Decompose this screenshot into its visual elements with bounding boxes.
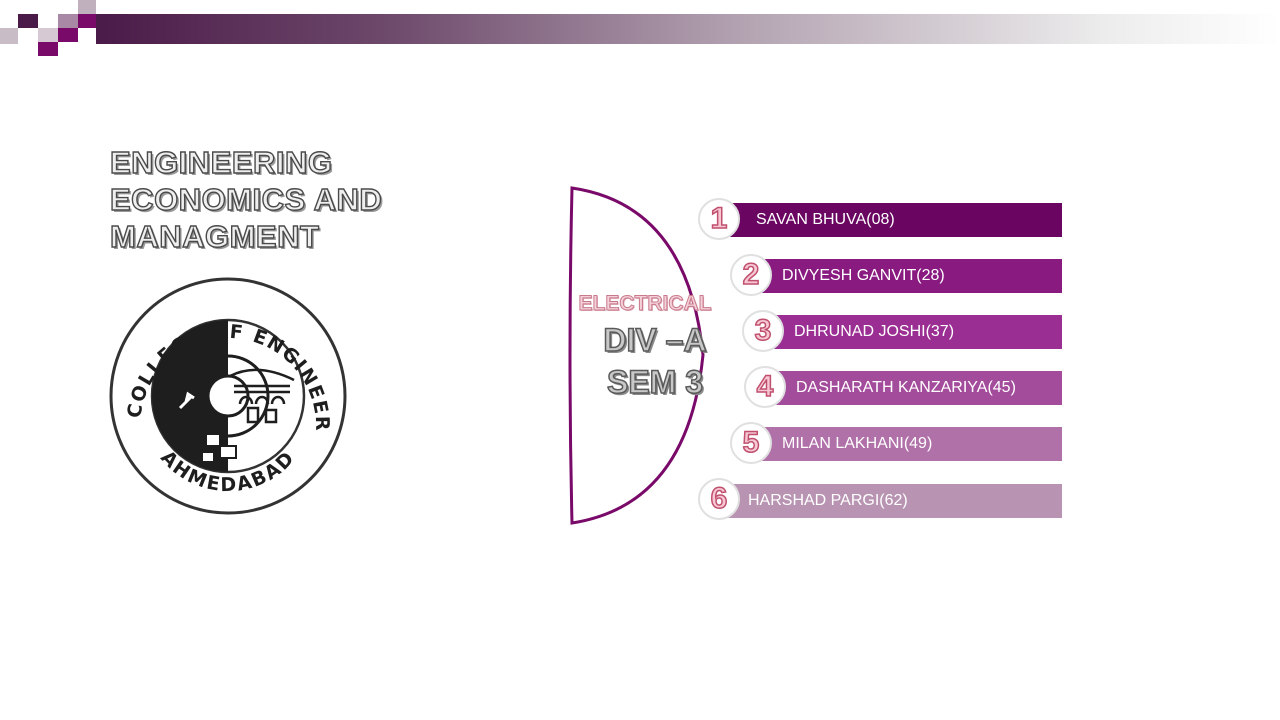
- corner-square-decoration: [18, 14, 38, 28]
- member-number-badge-4: 4: [744, 366, 786, 408]
- department-label: ELECTRICAL: [578, 292, 712, 316]
- member-bar-6: HARSHAD PARGI(62): [722, 484, 1062, 518]
- member-bar-1: SAVAN BHUVA(08): [726, 203, 1062, 237]
- member-name: HARSHAD PARGI(62): [748, 492, 908, 509]
- corner-square-decoration: [18, 42, 38, 56]
- member-number-badge-2: 2: [730, 254, 772, 296]
- member-number-badge-6: 6: [698, 478, 740, 520]
- semester-label: SEM 3: [606, 363, 704, 401]
- member-bar-4: DASHARATH KANZARIYA(45): [764, 371, 1062, 405]
- member-number-badge-5: 5: [730, 422, 772, 464]
- corner-square-decoration: [58, 28, 78, 42]
- corner-square-decoration: [38, 42, 58, 56]
- slide-title: ENGINEERING ECONOMICS AND MANAGMENT: [109, 144, 470, 255]
- member-number-badge-1: 1: [698, 198, 740, 240]
- member-name: DIVYESH GANVIT(28): [782, 267, 945, 284]
- top-gradient-bar: [96, 14, 1280, 44]
- member-name: DASHARATH KANZARIYA(45): [796, 379, 1016, 396]
- title-line-1: ENGINEERING: [109, 144, 333, 180]
- member-name: DHRUNAD JOSHI(37): [794, 323, 955, 340]
- member-name: SAVAN BHUVA(08): [756, 211, 895, 228]
- corner-square-decoration: [78, 0, 96, 14]
- member-bar-2: DIVYESH GANVIT(28): [748, 259, 1062, 293]
- title-line-3: MANAGMENT: [109, 218, 320, 254]
- college-logo: L.D. COLLEGE OF ENGINEERING AHMEDABAD: [108, 276, 347, 515]
- corner-square-decoration: [38, 14, 58, 28]
- corner-square-decoration: [0, 28, 18, 44]
- corner-square-decoration: [38, 28, 58, 42]
- division-label: DIV –A: [603, 321, 708, 359]
- member-name: MILAN LAKHANI(49): [782, 435, 933, 452]
- corner-square-decoration: [78, 14, 96, 28]
- title-line-2: ECONOMICS AND: [109, 181, 383, 217]
- member-bar-3: DHRUNAD JOSHI(37): [760, 315, 1062, 349]
- member-bar-5: MILAN LAKHANI(49): [752, 427, 1062, 461]
- corner-square-decoration: [58, 14, 78, 28]
- member-number-badge-3: 3: [742, 310, 784, 352]
- group-bracket-shape: [568, 186, 705, 525]
